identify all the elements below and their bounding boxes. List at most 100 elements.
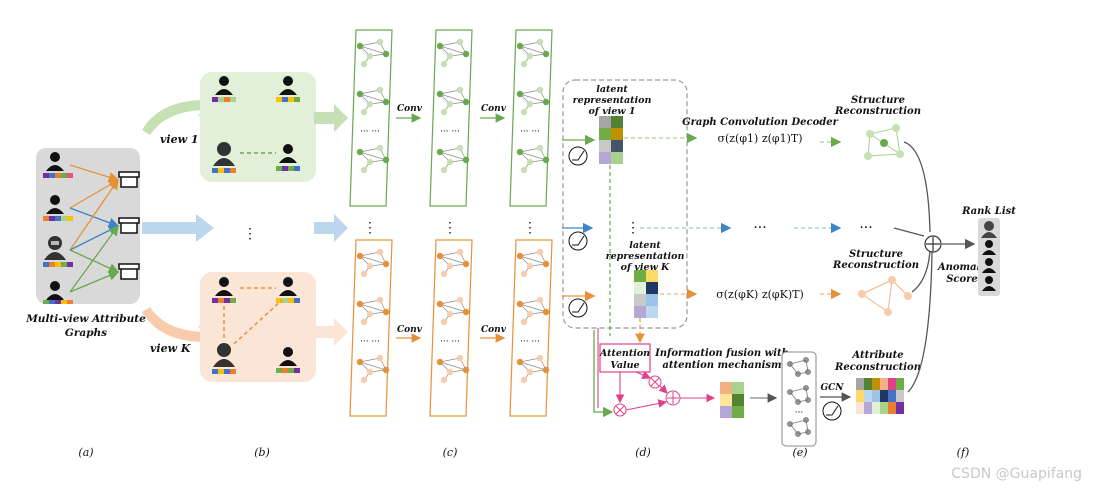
attention-value-box — [599, 343, 651, 373]
structure-recon-k-line2: Reconstruction — [832, 260, 919, 271]
graph-node — [542, 366, 550, 374]
matrix-cell — [864, 390, 872, 402]
graph-node — [520, 108, 528, 116]
conv-column-box — [429, 29, 473, 207]
graph-node — [462, 366, 470, 374]
matrix-cell — [872, 402, 880, 414]
structure-recon-1-line2: Reconstruction — [834, 106, 921, 117]
graph-node — [376, 248, 384, 256]
graph-node — [436, 252, 444, 260]
graph-node — [366, 262, 374, 270]
user-item-edges — [69, 164, 120, 293]
multiply-op-icon — [648, 375, 662, 389]
view-1-arrow — [142, 93, 216, 135]
matrix-cell — [880, 390, 888, 402]
graph-node — [536, 144, 544, 152]
activation-icon — [568, 298, 588, 318]
item-icon — [118, 263, 140, 280]
multi-view-subtitle: Graphs — [65, 327, 107, 339]
graph-node — [526, 52, 534, 60]
graph-node — [520, 60, 528, 68]
user-icon — [46, 152, 64, 171]
graph-ellipsis: ··· ··· — [360, 127, 380, 137]
conv-column-box — [429, 239, 473, 417]
graph-node — [536, 248, 544, 256]
matrix-cell — [880, 378, 888, 390]
conv-label: Conv — [397, 325, 423, 335]
graph-node — [516, 358, 524, 366]
decoder-formula-view-1: σ(z(φ1) z(φ1)T) — [717, 132, 802, 145]
user-icon — [982, 276, 996, 291]
graph-node — [536, 296, 544, 304]
matrix-cell — [864, 378, 872, 390]
structure-reconstruction-graph-1 — [864, 124, 904, 160]
graph-node — [360, 60, 368, 68]
graph-node — [526, 100, 534, 108]
latent-middle-dots: ⋮ — [626, 220, 640, 236]
graph-node — [382, 260, 390, 268]
graph-node — [542, 308, 550, 316]
graph-node — [542, 260, 550, 268]
graph-node — [356, 90, 364, 98]
latent-view-k-line1: latent — [629, 240, 661, 251]
graph-node — [456, 354, 464, 362]
graph-node — [446, 158, 454, 166]
fused-graph-stack: ··· — [781, 351, 817, 447]
multi-view-graph-panel: Multi-view Attribute Graphs — [25, 148, 146, 339]
attribute-reconstruction-matrix — [856, 378, 904, 414]
latent-view-1-line1: latent — [596, 84, 628, 95]
latent-view-k-line3: of view K — [621, 262, 670, 273]
blue-flow-arrow — [314, 214, 348, 242]
graph-node — [360, 376, 368, 384]
anomaly-score-line2: Score — [946, 274, 978, 285]
graph-node — [520, 318, 528, 326]
graph-node — [356, 252, 364, 260]
graph-node — [376, 38, 384, 46]
view-k-graph-panel — [200, 272, 316, 382]
anomaly-scoring — [893, 141, 976, 393]
graph-ellipsis: ··· ··· — [520, 337, 540, 347]
conv-column-box — [349, 29, 393, 207]
attention-section: Attention Value Information fusion with … — [593, 165, 789, 418]
latent-panel: ⋮ latent representation of view 1 latent… — [562, 79, 688, 329]
activation-icon — [568, 231, 588, 251]
decoder-title: Graph Convolution Decoder — [682, 117, 838, 128]
graph-node — [382, 50, 390, 58]
graph-ellipsis: ··· ··· — [360, 337, 380, 347]
matrix-cell — [864, 402, 872, 414]
graph-node — [440, 60, 448, 68]
graph-node — [436, 358, 444, 366]
graph-node — [382, 308, 390, 316]
graph-node — [376, 296, 384, 304]
graph-node — [360, 318, 368, 326]
add-op-icon — [665, 390, 681, 406]
user-icon — [982, 240, 996, 255]
panel-label-a: (a) — [78, 446, 93, 459]
graph-node — [440, 376, 448, 384]
graph-ellipsis: ··· ··· — [520, 127, 540, 137]
matrix-cell — [888, 390, 896, 402]
graph-node — [382, 366, 390, 374]
hacker-icon — [981, 221, 997, 238]
graph-node — [456, 296, 464, 304]
column-ellipsis: ⋮ — [443, 220, 457, 236]
matrix-cell — [856, 390, 864, 402]
graph-node — [526, 262, 534, 270]
graph-node — [356, 42, 364, 50]
graph-node — [366, 100, 374, 108]
item-icon — [118, 217, 140, 234]
graph-node — [536, 38, 544, 46]
activation-icon — [822, 401, 842, 421]
user-icon — [982, 258, 996, 273]
view-k-arrow — [142, 307, 216, 349]
graph-node — [356, 148, 364, 156]
graph-node — [520, 166, 528, 174]
fusion-title-line1: Information fusion with — [654, 348, 789, 359]
graph-ellipsis: ··· ··· — [440, 337, 460, 347]
matrix-cell — [856, 378, 864, 390]
conv-column-box — [349, 239, 393, 417]
graph-node — [376, 86, 384, 94]
graph-node — [436, 300, 444, 308]
graph-node — [462, 156, 470, 164]
graph-node — [376, 144, 384, 152]
